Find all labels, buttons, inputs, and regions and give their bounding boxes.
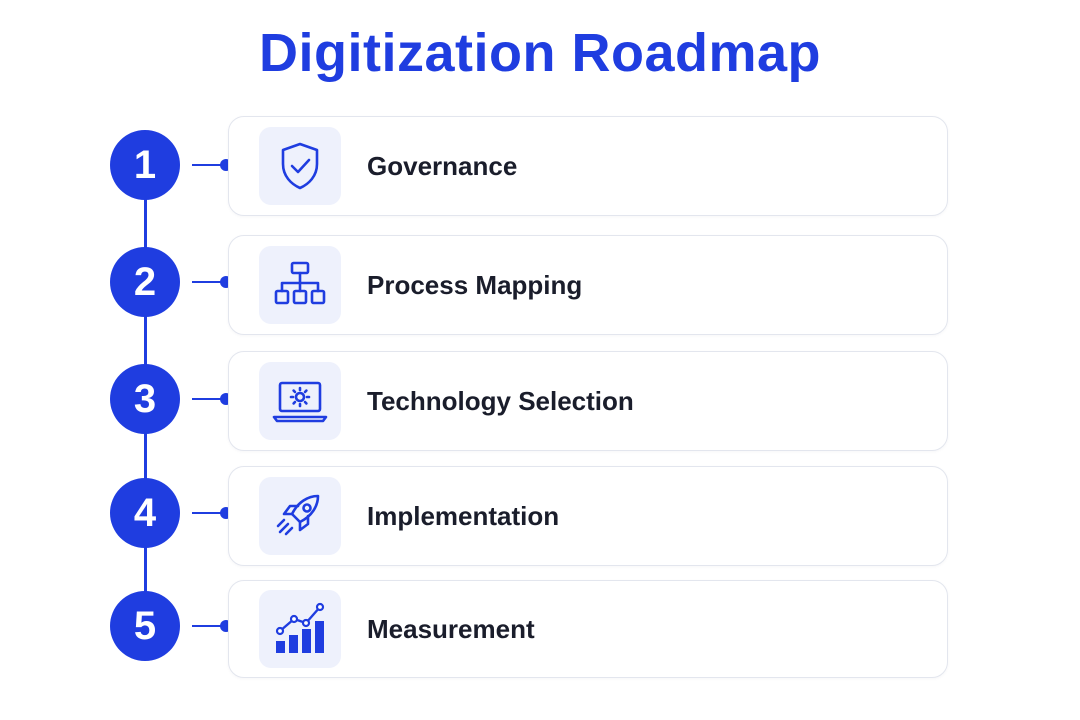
page-title: Digitization Roadmap (259, 23, 821, 83)
icon-tile (259, 477, 341, 555)
step-label: Implementation (367, 501, 560, 531)
step-connector (192, 512, 226, 514)
step-label: Measurement (367, 614, 535, 644)
rocket-icon (276, 494, 320, 536)
step-number-badge: 5 (110, 591, 180, 661)
hierarchy-icon (274, 261, 326, 305)
icon-tile (259, 590, 341, 668)
step-connector (192, 281, 226, 283)
icon-tile (259, 246, 341, 324)
bar-chart-trend-icon (275, 602, 325, 653)
icon-tile (259, 362, 341, 440)
step-card: Implementation (228, 466, 948, 566)
step-connector (192, 398, 226, 400)
roadmap-step-governance: 1 Governance (0, 116, 1080, 216)
step-connector (192, 164, 226, 166)
step-number-badge: 2 (110, 247, 180, 317)
step-number-badge: 3 (110, 364, 180, 434)
step-label: Technology Selection (367, 386, 634, 416)
roadmap-step-technology-selection: 3 Technology Selection (0, 351, 1080, 451)
roadmap-step-measurement: 5 Measurement (0, 580, 1080, 680)
roadmap-step-process-mapping: 2 Process Mapping (0, 235, 1080, 335)
step-card: Measurement (228, 580, 948, 678)
icon-tile (259, 127, 341, 205)
shield-check-icon (281, 142, 319, 190)
step-card: Process Mapping (228, 235, 948, 335)
step-number-badge: 4 (110, 478, 180, 548)
roadmap-step-implementation: 4 Implementation (0, 466, 1080, 566)
step-connector (192, 625, 226, 627)
step-card: Governance (228, 116, 948, 216)
step-number-badge: 1 (110, 130, 180, 200)
laptop-gear-icon (272, 381, 328, 423)
step-label: Process Mapping (367, 270, 583, 300)
step-card: Technology Selection (228, 351, 948, 451)
step-label: Governance (367, 151, 518, 181)
